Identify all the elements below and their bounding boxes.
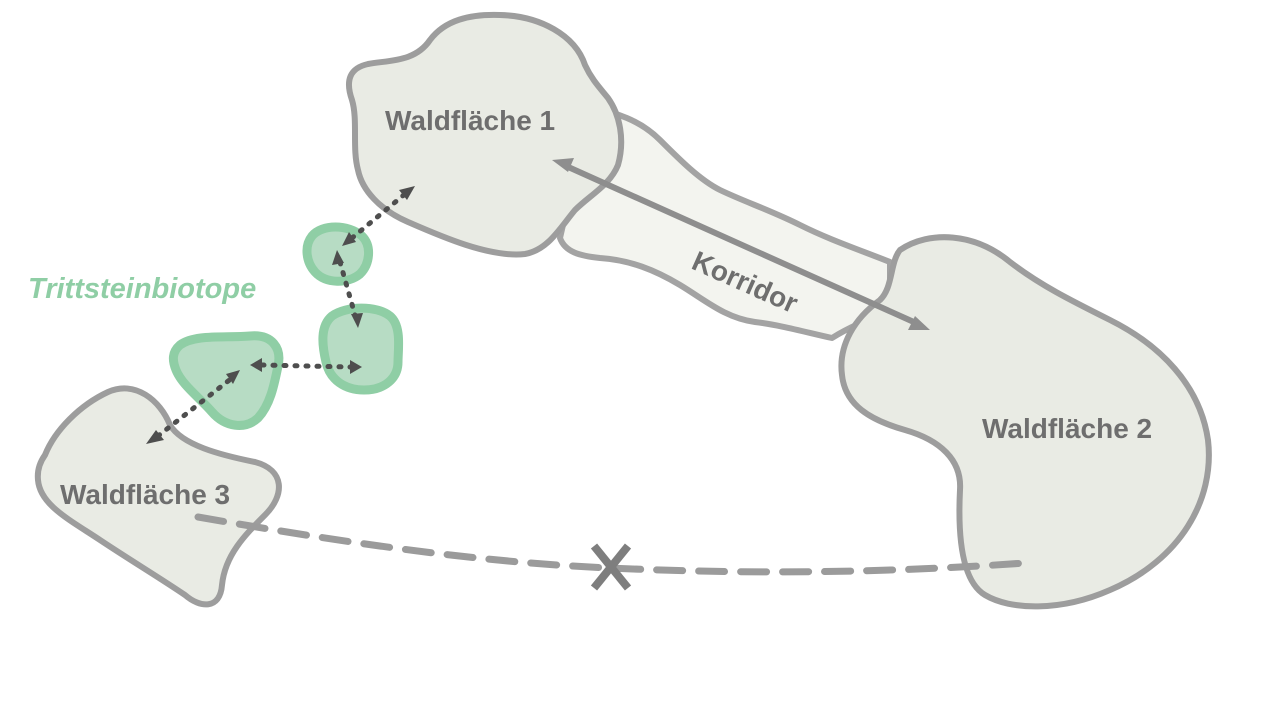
- stepping-stones-label: Trittsteinbiotope: [28, 273, 256, 305]
- forest-patch-2: [838, 234, 1212, 610]
- dotted-arrow-top-to-middle-stone: [332, 250, 363, 328]
- forest-1-label: Waldfläche 1: [385, 105, 555, 136]
- corridor-double-arrow: [552, 158, 930, 330]
- blocked-x-mark: [590, 543, 632, 591]
- blocked-connection-dashed-line: [194, 513, 1029, 576]
- dotted-arrow-forest1-to-top-stone: [342, 186, 415, 246]
- forest-patch-3: [34, 385, 282, 608]
- dotted-arrow-left-stone-to-forest3: [146, 370, 240, 444]
- forest-2-label: Waldfläche 2: [982, 413, 1152, 444]
- dotted-arrow-middle-to-left-stone: [250, 358, 362, 374]
- forest-3-label: Waldfläche 3: [60, 479, 230, 510]
- forest-patch-1: [346, 11, 625, 258]
- stepping-stone-middle: [318, 303, 404, 395]
